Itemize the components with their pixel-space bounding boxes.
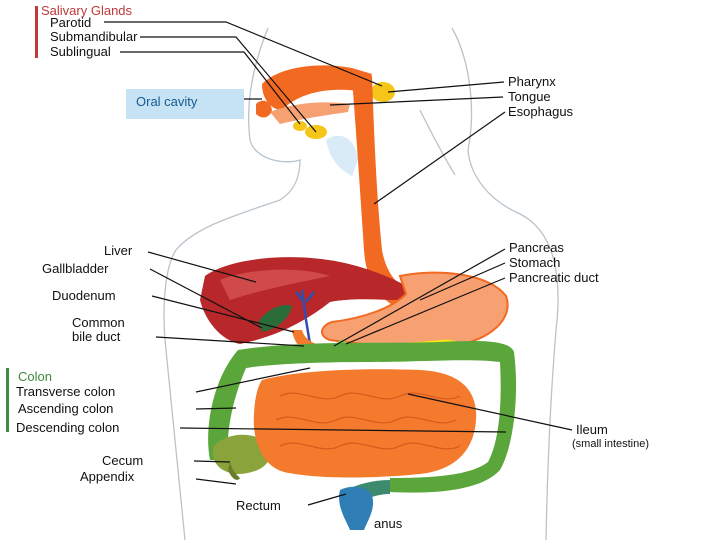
salivary-bracket — [35, 6, 38, 58]
gallbladder-label: Gallbladder — [42, 261, 109, 276]
liver-label: Liver — [104, 243, 133, 258]
pancreas-label: Pancreas — [509, 240, 564, 255]
common-bile-duct-label-2: bile duct — [72, 329, 121, 344]
stomach-label: Stomach — [509, 255, 561, 270]
oral-cavity-box: Oral cavity — [126, 89, 244, 119]
tongue-label: Tongue — [508, 89, 551, 104]
ileum-label: Ileum — [576, 422, 608, 437]
colon-shape — [208, 341, 517, 504]
small-intestine-label: (small intestine) — [572, 438, 650, 450]
rectum-label: Rectum — [236, 498, 281, 513]
salivary-glands-header: Salivary Glands — [41, 3, 133, 18]
esophagus-shape — [352, 76, 412, 308]
esophagus-label: Esophagus — [508, 104, 574, 119]
sublingual-label: Sublingual — [50, 44, 111, 59]
duodenum-label: Duodenum — [52, 288, 116, 303]
salivary-glands-shape — [293, 82, 395, 139]
bile-duct-shape — [295, 289, 315, 345]
rectum-shape — [339, 486, 374, 530]
cecum-label: Cecum — [102, 453, 144, 468]
body-outline — [163, 27, 559, 541]
common-bile-duct-label-1: Common — [72, 315, 125, 330]
anus-label: anus — [374, 516, 403, 531]
parotid-label: Parotid — [50, 15, 92, 30]
appendix-label: Appendix — [80, 469, 135, 484]
liver-highlight — [220, 269, 330, 300]
pharynx-label: Pharynx — [508, 74, 556, 89]
transverse-colon-label: Transverse colon — [16, 384, 116, 399]
ascending-colon-label: Ascending colon — [18, 401, 114, 416]
oral-cavity-label: Oral cavity — [136, 94, 198, 109]
small-intestine-shape — [253, 369, 477, 478]
colon-bracket — [6, 368, 9, 432]
oral-cavity-shape — [256, 65, 372, 124]
colon-header: Colon — [18, 369, 52, 384]
pancreatic-duct-label: Pancreatic duct — [509, 270, 599, 285]
descending-colon-label: Descending colon — [16, 420, 120, 435]
leader-lines — [104, 21, 573, 506]
submandibular-label: Submandibular — [50, 29, 138, 44]
throat-shape — [326, 135, 358, 176]
